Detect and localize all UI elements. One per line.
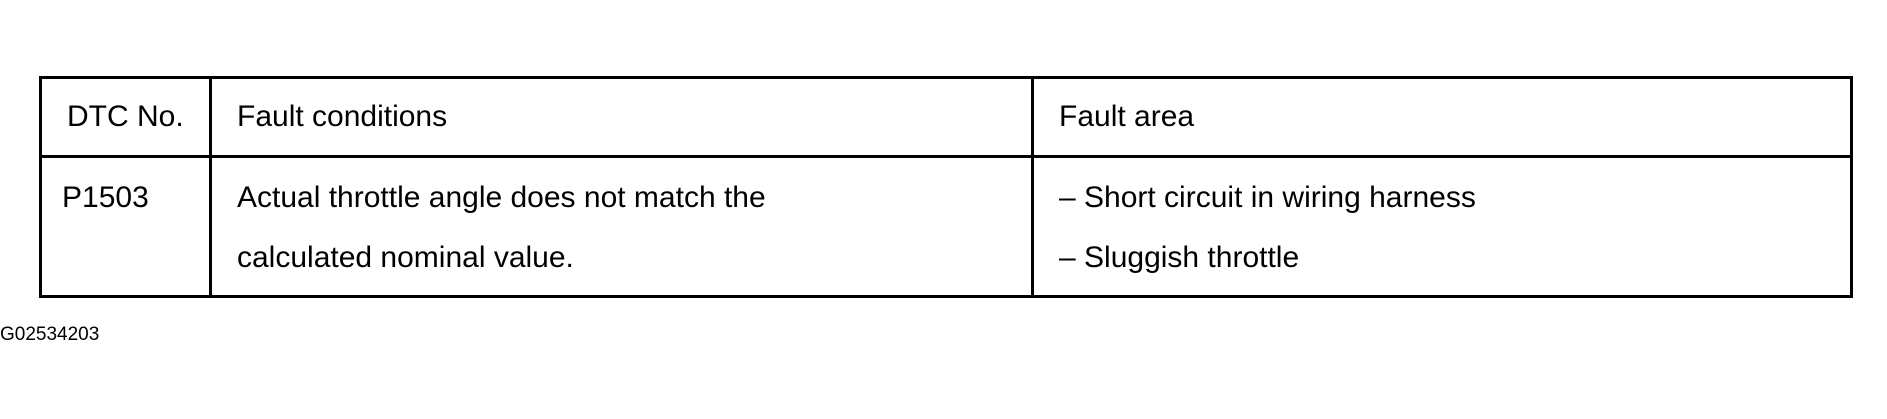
table-row: P1503 Actual throttle angle does not mat… xyxy=(39,155,1853,298)
fault-area-item-1: – Short circuit in wiring harness xyxy=(1059,181,1476,214)
cell-dtc-code: P1503 xyxy=(39,155,212,298)
figure-id: G02534203 xyxy=(0,324,100,345)
fault-area-item-2: – Sluggish throttle xyxy=(1059,241,1300,274)
cell-fault-conditions: Actual throttle angle does not match the… xyxy=(209,155,1034,298)
dtc-code: P1503 xyxy=(62,181,149,214)
fault-condition-line-2: calculated nominal value. xyxy=(237,241,574,274)
header-fault-conditions: Fault conditions xyxy=(209,76,1034,158)
header-dtc-no: DTC No. xyxy=(39,76,212,158)
dtc-table: DTC No. Fault conditions Fault area P150… xyxy=(39,76,1853,298)
fault-condition-line-1: Actual throttle angle does not match the xyxy=(237,181,766,214)
table-header-row: DTC No. Fault conditions Fault area xyxy=(39,76,1853,158)
header-fault-area: Fault area xyxy=(1031,76,1853,158)
cell-fault-area: – Short circuit in wiring harness – Slug… xyxy=(1031,155,1853,298)
